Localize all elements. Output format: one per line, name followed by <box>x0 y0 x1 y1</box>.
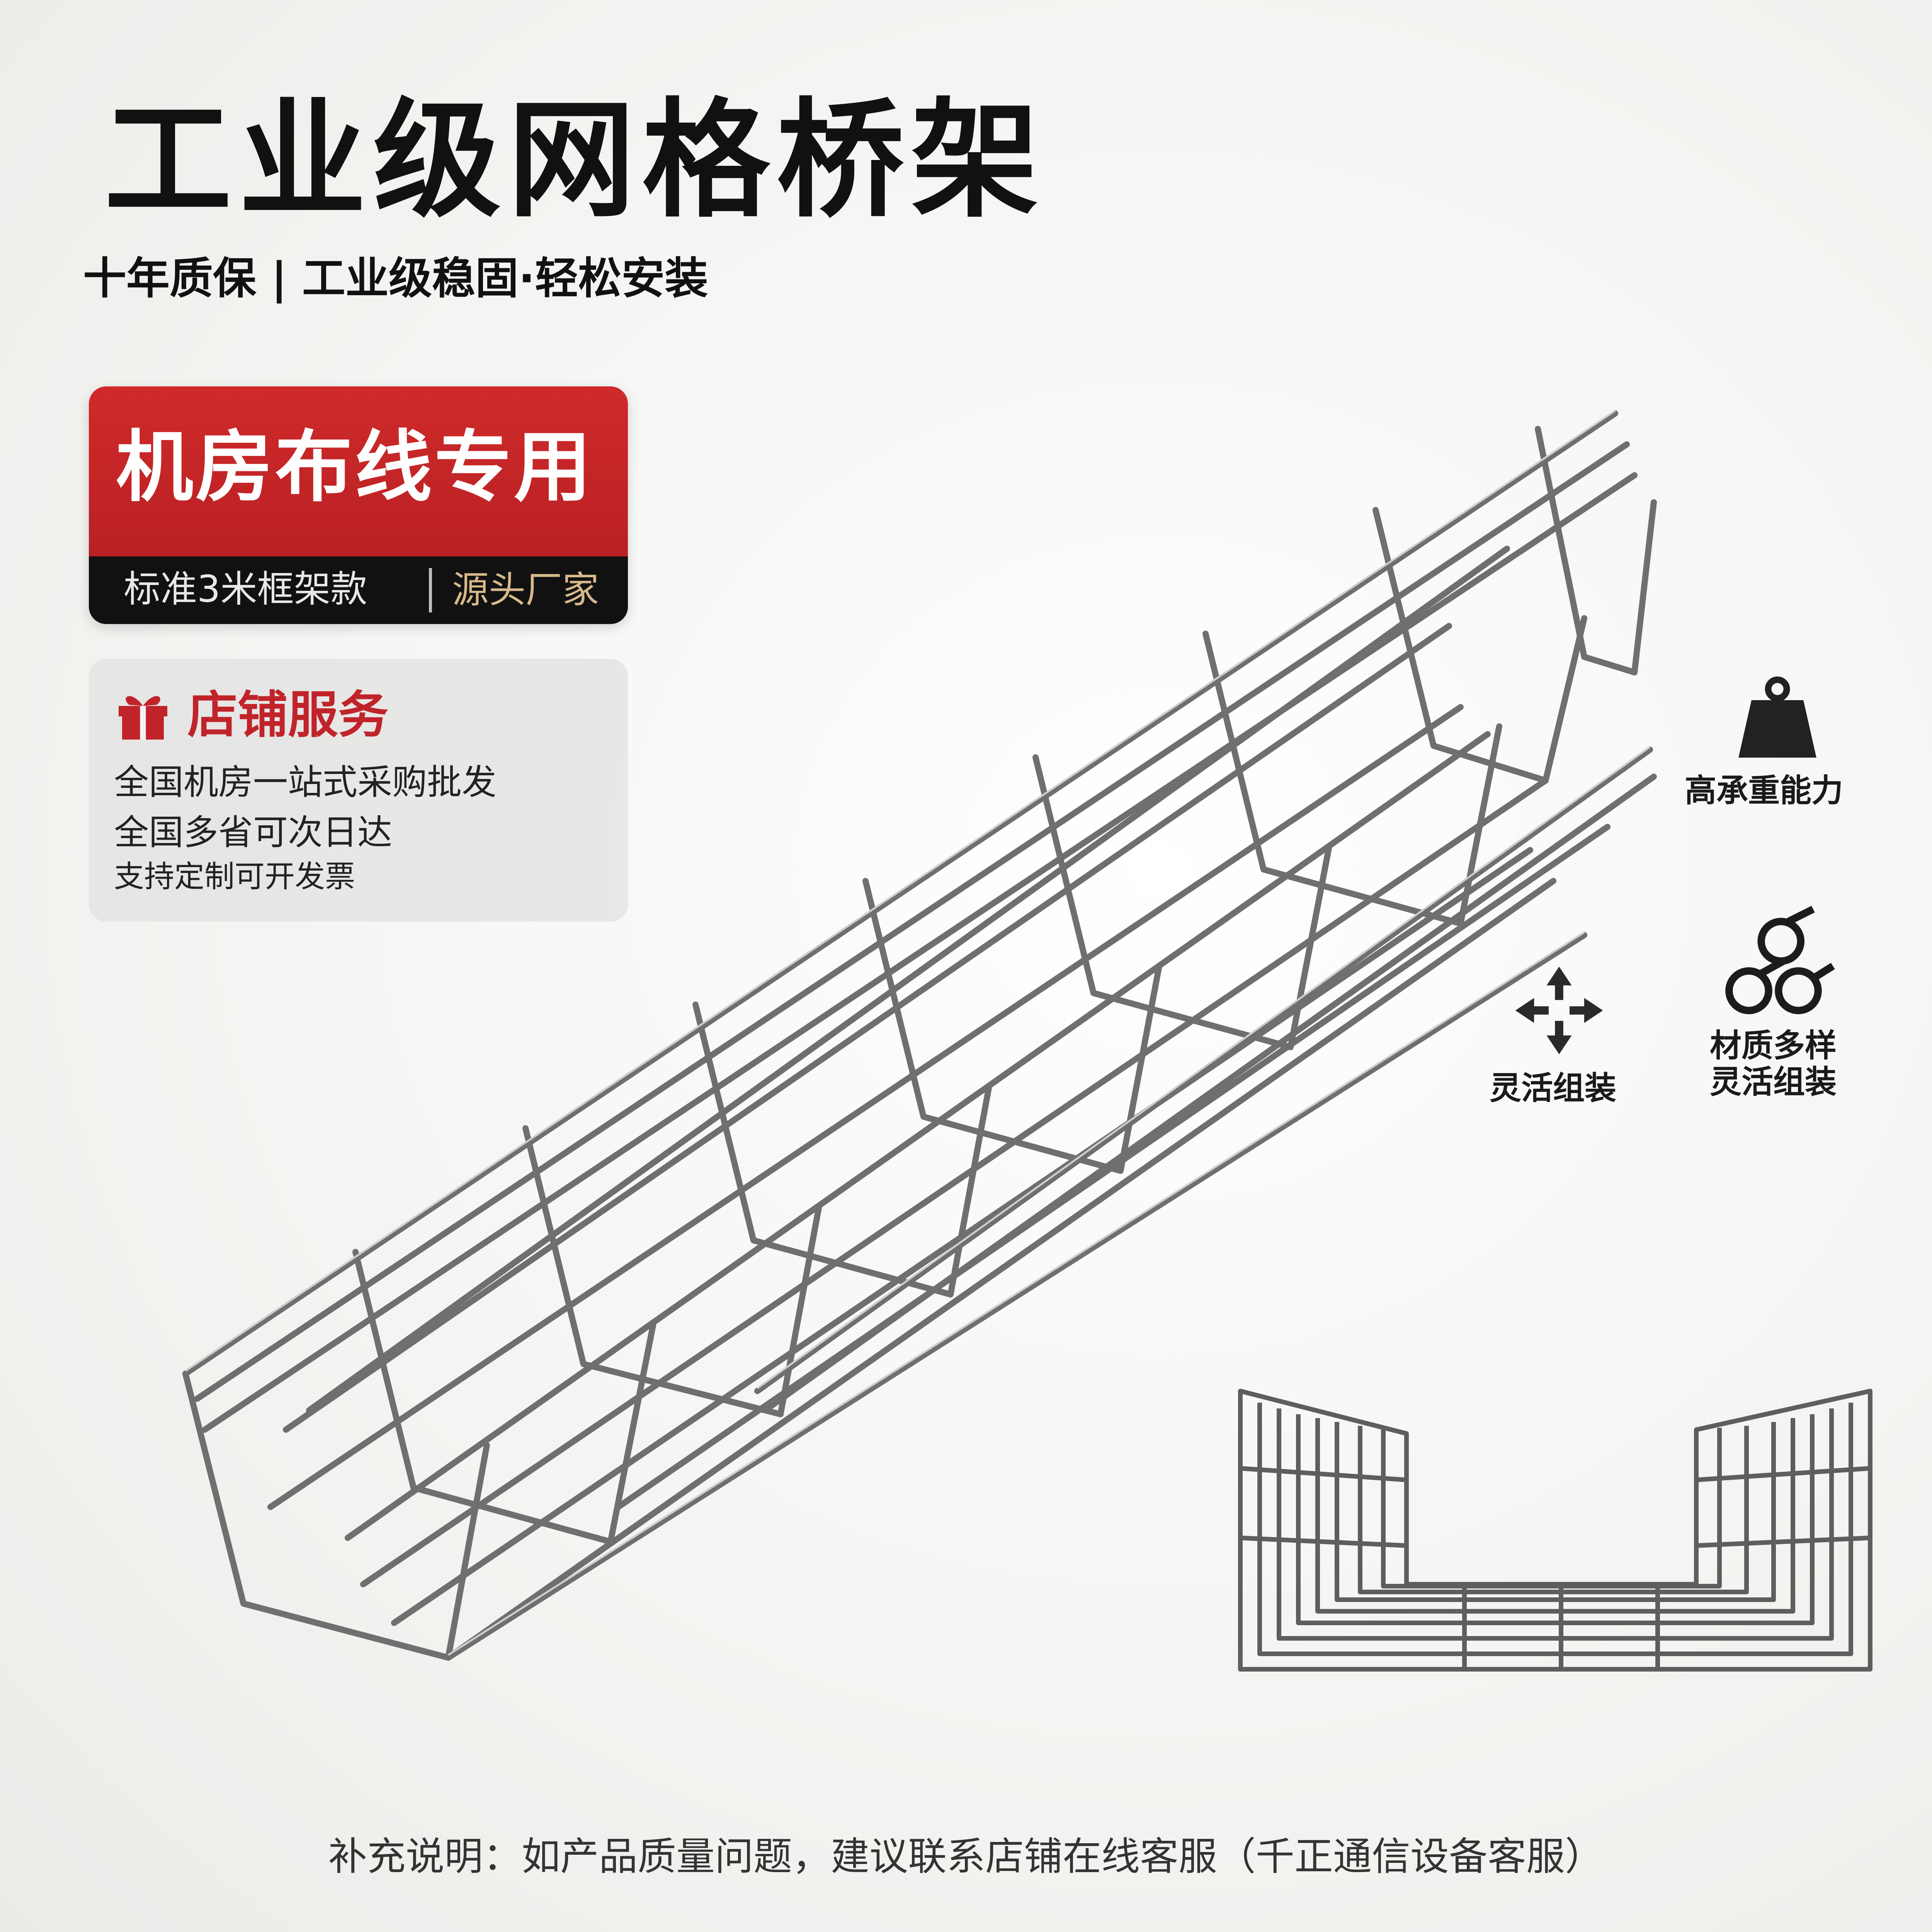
feature-material-label: 材质多样 灵活组装 <box>1710 1027 1837 1101</box>
promo-strip: 标准3米框架款 源头厂家 <box>89 556 628 624</box>
strip-divider <box>429 568 432 612</box>
service-item: 支持定制可开发票 <box>114 859 355 894</box>
cable-tray-main-image <box>182 410 1657 1661</box>
page-title: 工业级网格桥架 <box>104 86 1046 235</box>
promo-headline: 机房布线专用 <box>116 422 594 512</box>
footer-note: 补充说明：如产品质量问题，建议联系店铺在线客服（千正通信设备客服） <box>328 1834 1604 1879</box>
promo-card: 机房布线专用 标准3米框架款 源头厂家 <box>89 386 628 624</box>
promo-source: 源头厂家 <box>452 569 599 611</box>
feature-material-line1: 材质多样 <box>1710 1027 1837 1064</box>
cable-tray-end-view-image <box>1238 1389 1872 1672</box>
assembly-icon <box>1515 966 1603 1054</box>
gift-icon <box>119 696 167 740</box>
feature-load-label: 高承重能力 <box>1685 772 1844 809</box>
page-subtitle: 十年质保 | 工业级稳固·轻松安装 <box>83 253 708 304</box>
service-item: 全国机房一站式采购批发 <box>114 762 497 803</box>
pipes-icon <box>1725 906 1835 1014</box>
service-card: 店铺服务 全国机房一站式采购批发 全国多省可次日达 支持定制可开发票 <box>89 659 628 922</box>
service-title: 店铺服务 <box>187 685 389 744</box>
feature-material-line2: 灵活组装 <box>1710 1064 1837 1101</box>
service-item: 全国多省可次日达 <box>114 812 392 853</box>
weight-icon <box>1738 676 1816 758</box>
feature-assembly-label: 灵活组装 <box>1490 1070 1617 1107</box>
promo-spec: 标准3米框架款 <box>124 568 367 611</box>
